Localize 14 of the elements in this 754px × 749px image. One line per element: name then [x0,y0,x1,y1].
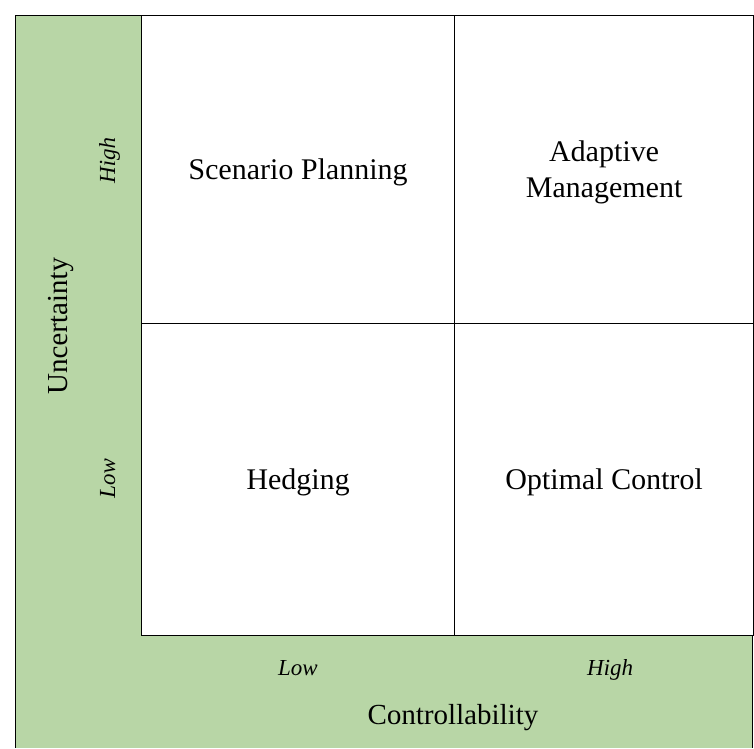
tick-label: Low [94,458,121,498]
quadrant-cell [454,15,754,324]
quadrant-label: Scenario Planning [188,152,408,188]
tick-label: Low [278,655,318,681]
quadrant-cell [141,323,455,636]
axis-title: Uncertainty [41,256,74,394]
quadrant-cell [454,323,754,636]
tick-label: High [587,655,633,681]
quadrant-label: Optimal Control [505,462,703,498]
tick-label: High [95,137,121,183]
quadrant-label: Adaptive Management [524,134,684,206]
quadrant-label: Hedging [246,462,350,498]
quadrant-cell [141,15,455,324]
axis-title: Controllability [368,698,538,732]
